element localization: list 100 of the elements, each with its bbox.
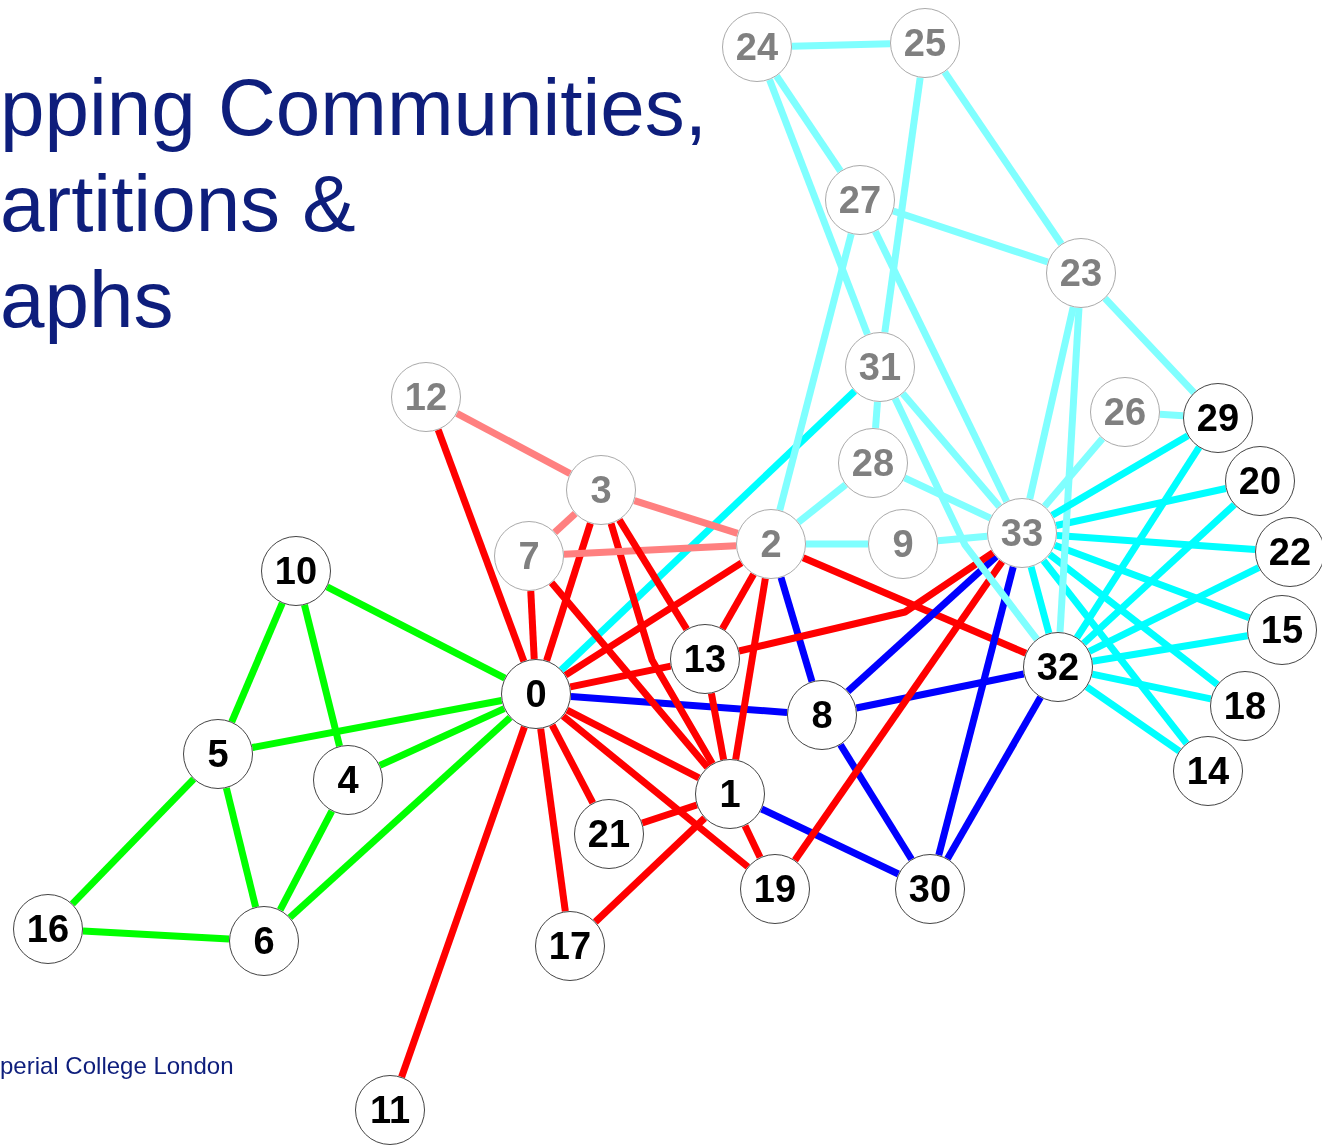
edge-line (845, 553, 999, 695)
edge-line (69, 776, 197, 907)
edge-line (277, 809, 335, 912)
node-circle: 20 (1225, 446, 1295, 516)
edge-line (732, 577, 769, 761)
node-circle: 0 (501, 659, 571, 729)
edge-line (1056, 307, 1083, 633)
node-circle: 21 (574, 799, 644, 869)
node-circle: 9 (868, 509, 938, 579)
node-circle: 26 (1090, 377, 1160, 447)
edge-line (900, 391, 1002, 509)
edge-line (719, 572, 757, 631)
edge-line (1040, 558, 1190, 746)
edge-line (801, 554, 1028, 657)
edge-line (741, 824, 764, 859)
node-circle: 29 (1183, 383, 1253, 453)
node-circle: 13 (670, 624, 740, 694)
edge-line (1159, 410, 1184, 420)
node-circle: 25 (890, 8, 960, 78)
edge-line (791, 40, 891, 50)
edge-line (537, 728, 569, 912)
edge-line (760, 805, 900, 878)
edge-line (903, 474, 992, 522)
node-circle: 2 (736, 509, 806, 579)
node-circle: 16 (13, 894, 83, 964)
edge-line (549, 723, 596, 805)
node-circle: 10 (261, 536, 331, 606)
edge-line (773, 74, 844, 173)
node-circle: 23 (1046, 238, 1116, 308)
edge-line (892, 207, 1049, 266)
edge-line (1053, 541, 1251, 622)
edge-line (1050, 432, 1190, 519)
node-circle: 11 (355, 1075, 425, 1145)
edge-line (592, 815, 708, 925)
edge-line (707, 692, 728, 761)
edge-line (287, 714, 513, 921)
edge-line (1102, 296, 1197, 395)
edge-line (1091, 632, 1249, 665)
node-circle: 14 (1173, 736, 1243, 806)
node-circle: 28 (838, 428, 908, 498)
node-circle: 22 (1255, 517, 1322, 587)
edge-line (855, 670, 1025, 712)
edge-line (766, 78, 871, 336)
slide-title: pping Communities, artitions & aphs (0, 62, 707, 346)
node-circle: 19 (740, 854, 810, 924)
node-circle: 8 (787, 680, 857, 750)
edge-line (881, 77, 924, 333)
edge-line (1047, 551, 1220, 688)
edge-line (1091, 670, 1212, 703)
edge-line (792, 559, 1005, 863)
node-circle: 12 (391, 362, 461, 432)
edge-line (560, 713, 751, 870)
edge-line (941, 70, 1065, 246)
edge-line (1055, 485, 1227, 529)
node-circle: 17 (535, 911, 605, 981)
node-circle: 32 (1023, 632, 1093, 702)
edge-line (872, 401, 881, 429)
edge-line (1026, 306, 1077, 500)
edge-line (570, 693, 788, 716)
node-circle: 6 (229, 906, 299, 976)
edge-line (1081, 502, 1237, 646)
edge-line (607, 522, 716, 766)
edge-line (937, 532, 988, 545)
node-circle: 30 (895, 854, 965, 924)
node-circle: 3 (566, 455, 636, 525)
edge-line (565, 706, 701, 782)
edge-line (872, 229, 1010, 504)
edge-line (837, 742, 915, 862)
edge-line (633, 497, 739, 537)
edge-line (1087, 564, 1261, 655)
edge-line (1027, 565, 1053, 635)
node-circle: 24 (722, 12, 792, 82)
edge-line (398, 725, 528, 1079)
edge-line (301, 604, 343, 747)
edge-line (455, 410, 572, 477)
edge-line (616, 517, 690, 632)
edge-line (558, 388, 858, 673)
edge-line (228, 601, 286, 724)
edge-line (552, 511, 578, 535)
edge-line (776, 233, 855, 511)
edge-line (543, 522, 594, 662)
edge-line (935, 566, 1017, 856)
edge-line (1073, 445, 1203, 640)
edge-line (325, 583, 507, 682)
node-circle: 5 (183, 719, 253, 789)
edge-line (251, 697, 503, 751)
node-circle: 18 (1210, 671, 1280, 741)
edge-line (796, 482, 848, 525)
edge-line (738, 549, 995, 655)
edge-line (548, 580, 711, 770)
node-circle: 31 (845, 332, 915, 402)
edge-line (563, 559, 744, 679)
edge-line (641, 801, 698, 827)
node-circle: 4 (313, 745, 383, 815)
edge-line (806, 540, 868, 548)
edge-line (944, 695, 1044, 861)
edge-line (569, 662, 672, 691)
edge-line (527, 590, 538, 660)
node-circle: 7 (494, 521, 564, 591)
footer-text: perial College London (0, 1052, 234, 1080)
